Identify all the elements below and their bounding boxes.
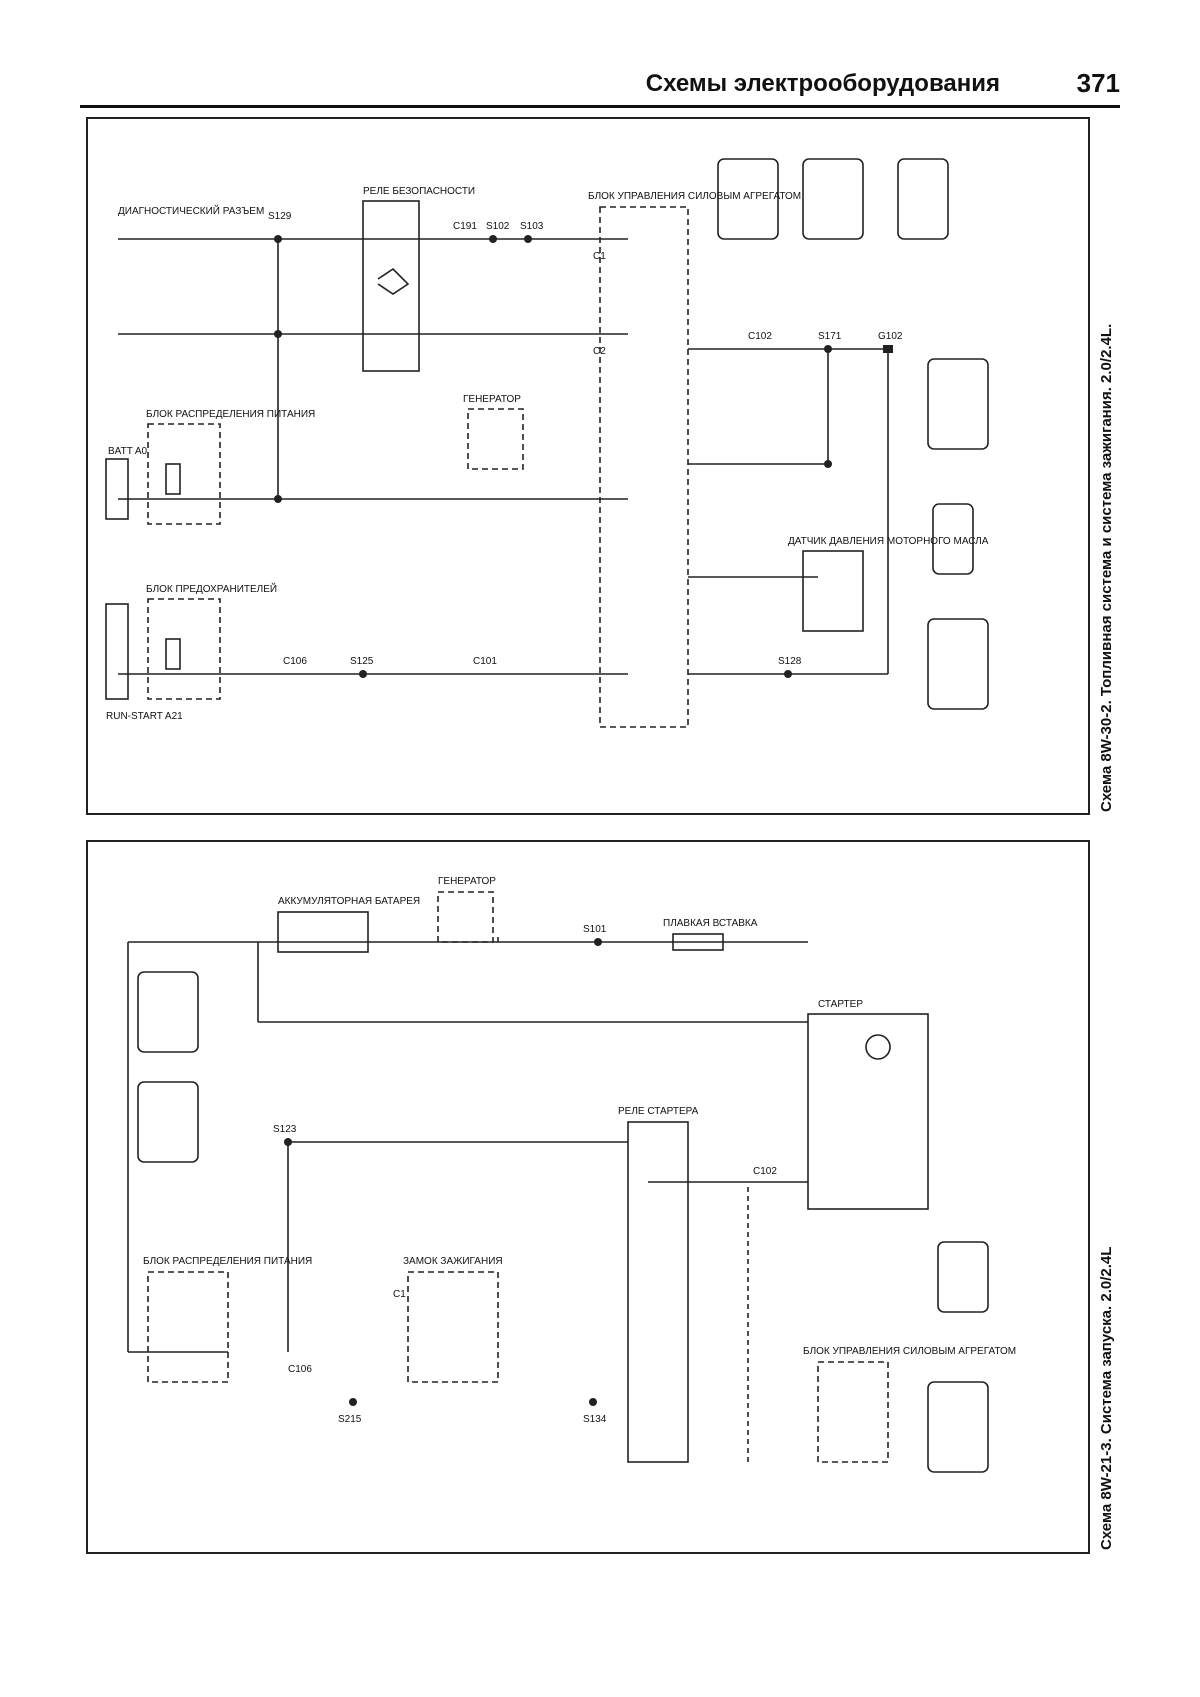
label-pcm: БЛОК УПРАВЛЕНИЯ СИЛОВЫМ АГРЕГАТОМ [588, 191, 801, 202]
label-s128: S128 [778, 656, 802, 667]
starter-box [807, 1013, 929, 1210]
splice-s215 [349, 1398, 357, 1406]
pcm-box [599, 206, 689, 728]
connector-2 [137, 1081, 199, 1163]
splice-s125 [359, 670, 367, 678]
label-c102: C102 [753, 1166, 777, 1177]
splice-s134 [589, 1398, 597, 1406]
batt-label-box [105, 458, 129, 520]
connector-c106 [717, 158, 779, 240]
caption-diagram-2: Схема 8W-21-3. Система запуска. 2.0/2.4L [1098, 1246, 1115, 1550]
connector-4 [927, 1381, 989, 1473]
label-power-dist: БЛОК РАСПРЕДЕЛЕНИЯ ПИТАНИЯ [143, 1256, 312, 1267]
oil-sensor-box [802, 550, 864, 632]
generator-box [437, 891, 494, 943]
fuse-2 [165, 638, 181, 670]
page-header: Схемы электрооборудования 371 [80, 60, 1120, 108]
label-pcm: БЛОК УПРАВЛЕНИЯ СИЛОВЫМ АГРЕГАТОМ [803, 1346, 1016, 1357]
connector-c105 [802, 158, 864, 240]
label-ignition-switch: ЗАМОК ЗАЖИГАНИЯ [403, 1256, 503, 1267]
label-s171: S171 [818, 331, 842, 342]
label-batt: BATT A0 [108, 446, 148, 457]
label-s123: S123 [273, 1124, 297, 1135]
splice-s123 [284, 1138, 292, 1146]
fuse-1 [165, 463, 181, 495]
battery-symbol [277, 911, 369, 953]
power-dist-box [147, 1271, 229, 1383]
splice-node-2 [274, 495, 282, 503]
diagram1-svg: ДИАГНОСТИЧЕСКИЙ РАЗЪЕМ S129 РЕЛЕ БЕЗОПАС… [105, 158, 989, 728]
label-c106: C106 [283, 656, 307, 667]
label-fuse-block: БЛОК ПРЕДОХРАНИТЕЛЕЙ [146, 582, 277, 595]
label-pin-c2: C2 [593, 346, 606, 357]
label-generator: ГЕНЕРАТОР [438, 876, 496, 887]
connector-c2 [927, 358, 989, 450]
header-rule [80, 105, 1120, 108]
label-c106: C106 [288, 1364, 312, 1375]
ignition-switch-box [407, 1271, 499, 1383]
label-oil-sensor: ДАТЧИК ДАВЛЕНИЯ МОТОРНОГО МАСЛА [788, 536, 989, 547]
starter-motor [865, 1034, 891, 1060]
connector-3 [937, 1241, 989, 1313]
label-s101: S101 [583, 924, 607, 935]
label-s102: S102 [486, 221, 510, 232]
power-dist-box [147, 423, 221, 525]
wiring-diagram-fuel-ignition: ДИАГНОСТИЧЕСКИЙ РАЗЪЕМ S129 РЕЛЕ БЕЗОПАС… [86, 117, 1090, 815]
splice-s101 [594, 938, 602, 946]
label-pin-c1: C1 [393, 1289, 406, 1300]
label-s215: S215 [338, 1414, 362, 1425]
runstart-label-box [105, 603, 129, 700]
fuse-block-box [147, 598, 221, 700]
label-s103: S103 [520, 221, 544, 232]
caption-diagram-1: Схема 8W-30-2. Топливная система и систе… [1098, 323, 1115, 812]
connector-c3 [932, 503, 974, 575]
label-g102: G102 [878, 331, 903, 342]
label-c191: C191 [453, 221, 477, 232]
ground-g102 [883, 345, 893, 353]
relay-box [362, 200, 420, 372]
label-s125: S125 [350, 656, 374, 667]
label-starter: СТАРТЕР [818, 999, 863, 1010]
label-run-start: RUN-START A21 [106, 711, 183, 722]
label-relay: РЕЛЕ БЕЗОПАСНОСТИ [363, 186, 475, 197]
label-starter-relay: РЕЛЕ СТАРТЕРА [618, 1106, 699, 1117]
splice-s171 [824, 345, 832, 353]
fusible-link-symbol [672, 933, 724, 951]
label-power-dist: БЛОК РАСПРЕДЕЛЕНИЯ ПИТАНИЯ [146, 409, 315, 420]
connector-c1 [927, 618, 989, 710]
label-battery: АККУМУЛЯТОРНАЯ БАТАРЕЯ [278, 896, 420, 907]
generator-box [467, 408, 524, 470]
page-title: Схемы электрооборудования [645, 70, 1000, 97]
pcm-box [817, 1361, 889, 1463]
splice-node-1 [274, 330, 282, 338]
page-number: 371 [1076, 68, 1120, 98]
connector-c195 [897, 158, 949, 240]
splice-s103 [524, 235, 532, 243]
label-c101: C101 [473, 656, 497, 667]
splice-s102 [489, 235, 497, 243]
label-s134: S134 [583, 1414, 607, 1425]
label-diag-connector: ДИАГНОСТИЧЕСКИЙ РАЗЪЕМ [118, 204, 264, 217]
label-c102: C102 [748, 331, 772, 342]
diagram2-svg: АККУМУЛЯТОРНАЯ БАТАРЕЯ ГЕНЕРАТОР ПЛАВКАЯ… [127, 876, 1016, 1473]
wiring-diagram-starting: АККУМУЛЯТОРНАЯ БАТАРЕЯ ГЕНЕРАТОР ПЛАВКАЯ… [86, 840, 1090, 1554]
splice-s129 [274, 235, 282, 243]
label-fusible-link: ПЛАВКАЯ ВСТАВКА [663, 918, 758, 929]
label-pin-c1: C1 [593, 251, 606, 262]
connector-1 [137, 971, 199, 1053]
splice-node-3 [824, 460, 832, 468]
label-s129: S129 [268, 211, 292, 222]
splice-s128 [784, 670, 792, 678]
relay-coil [377, 267, 410, 295]
starter-relay-box [627, 1121, 689, 1463]
label-generator: ГЕНЕРАТОР [463, 394, 521, 405]
